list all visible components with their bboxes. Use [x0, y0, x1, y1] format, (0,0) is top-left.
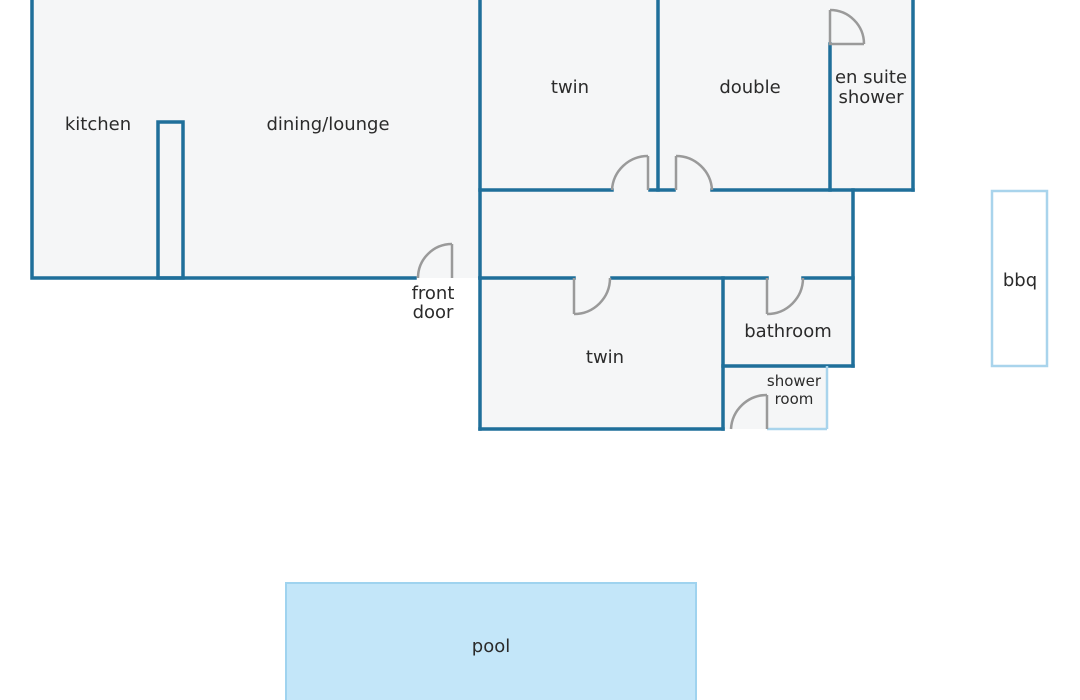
twin-lower-label: twin	[586, 347, 624, 368]
twin-lower-floor	[480, 278, 723, 429]
en-suite-floor	[830, 0, 913, 190]
front-door-label-line1: front	[412, 283, 455, 304]
light-walls	[767, 366, 829, 431]
shower-room-floor	[723, 366, 827, 429]
kitchen-label: kitchen	[65, 114, 131, 135]
en-suite-door-swing	[828, 10, 864, 46]
doors	[416, 8, 866, 430]
dining-lounge-label: dining/lounge	[266, 114, 389, 135]
en-suite-label-line2: shower	[839, 87, 905, 108]
labels: kitchen dining/lounge twin double en sui…	[65, 67, 1037, 657]
shower-room-label-line2: room	[775, 390, 814, 408]
double-label: double	[719, 77, 780, 98]
walls	[30, 0, 915, 431]
bathroom-floor	[723, 278, 853, 366]
pool-area	[285, 582, 697, 700]
en-suite-label-line1: en suite	[835, 67, 907, 88]
bbq-label: bbq	[1003, 270, 1037, 291]
twin-upper-label: twin	[551, 77, 589, 98]
front-door-label-line2: door	[413, 302, 454, 323]
twin-upper-floor	[480, 0, 658, 190]
shower-room-label-line1: shower	[767, 372, 822, 390]
floors	[32, 0, 913, 429]
kitchen-counter	[156, 120, 185, 280]
kitchen-dining-floor	[32, 0, 480, 278]
bathroom-label: bathroom	[744, 321, 832, 342]
pool-label: pool	[472, 636, 510, 657]
bbq-area	[990, 189, 1049, 368]
hallway-floor	[478, 190, 853, 278]
